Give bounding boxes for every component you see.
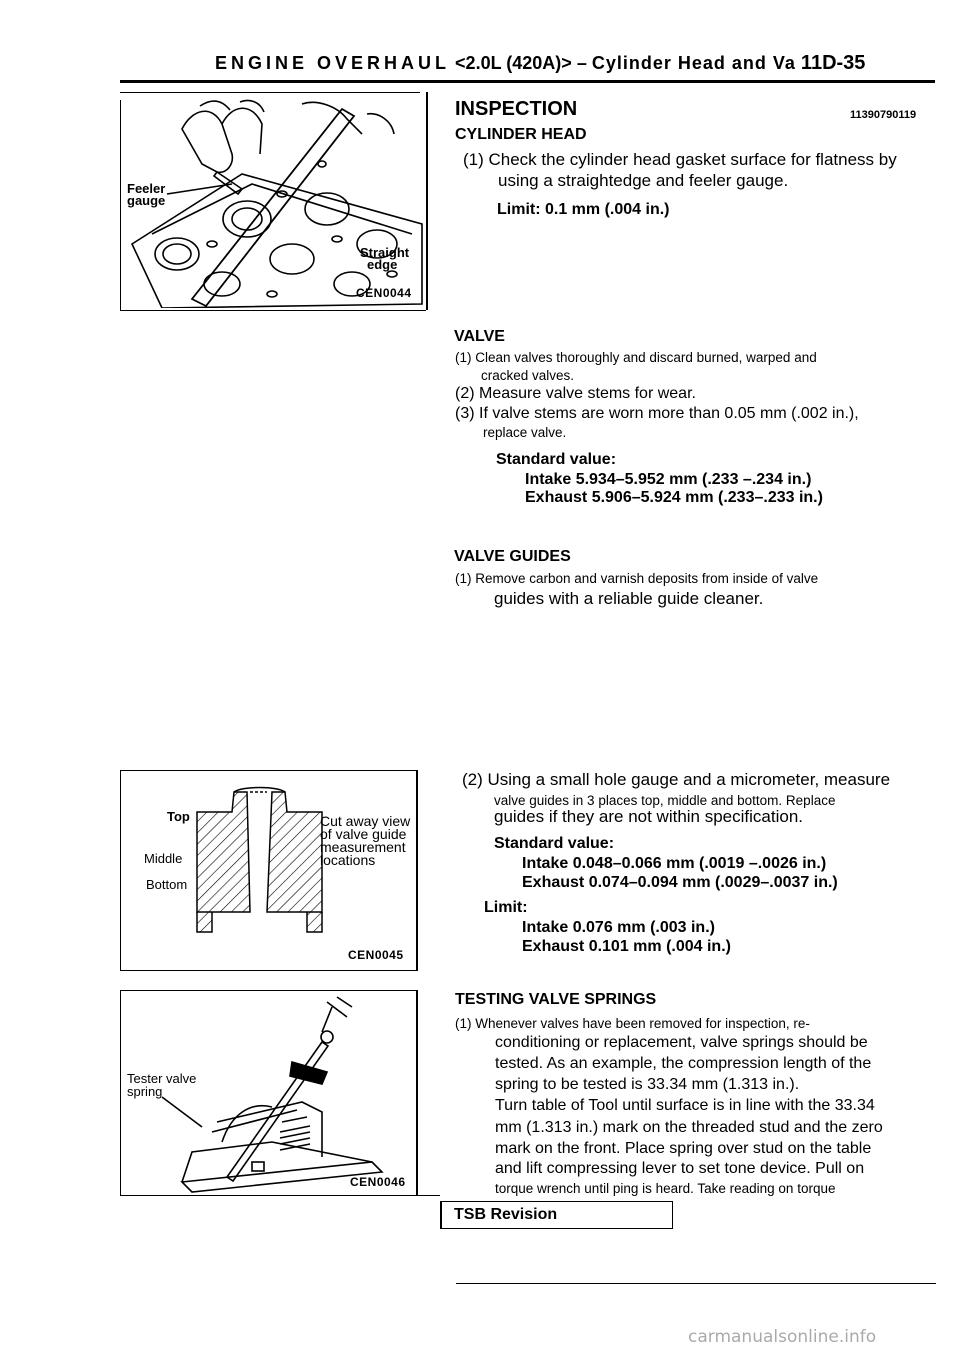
springs-line-6: mm (1.313 in.) mark on the threaded stud… (495, 1119, 883, 1136)
figure-frame-left-3 (120, 990, 121, 1195)
figure-frame-right-2 (416, 770, 418, 970)
figure-frame-top-3 (120, 990, 416, 991)
valve-standard-intake: Intake 5.934–5.952 mm (.233 –.234 in.) (525, 471, 812, 488)
figure-frame-bottom-1 (120, 310, 426, 311)
springs-heading: TESTING VALVE SPRINGS (455, 991, 657, 1008)
valve-step-2: (2) Measure valve stems for wear. (455, 385, 696, 402)
springs-line-8: and lift compressing lever to set tone d… (495, 1160, 865, 1177)
figure-valve-guide-cutaway: Top Middle Bottom Cut away view of valve… (122, 772, 416, 968)
page-number: 11D-35 (800, 52, 866, 74)
springs-line-7: mark on the front. Place spring over stu… (495, 1140, 872, 1157)
valve-guides-step-2a: (2) Using a small hole gauge and a micro… (462, 770, 891, 789)
valve-standard-heading: Standard value: (496, 451, 617, 468)
springs-line-3: tested. As an example, the compression l… (495, 1055, 872, 1072)
figure-valve-spring-tester: Tester valve spring CEN0046 (122, 992, 414, 1194)
figure-code-3: CEN0046 (350, 1175, 406, 1189)
inspection-code: 11390790119 (850, 109, 917, 121)
figure-frame-left-2 (120, 770, 121, 970)
springs-line-2: conditioning or replacement, valve sprin… (495, 1034, 868, 1051)
valve-guides-heading: VALVE GUIDES (454, 548, 571, 565)
label-tester-2: spring (127, 1084, 163, 1099)
valve-guides-step-1a: (1) Remove carbon and varnish deposits f… (455, 571, 819, 586)
cylinder-head-drawing (130, 99, 423, 308)
valve-guides-step-2b: valve guides in 3 places top, middle and… (494, 793, 836, 808)
cylinder-head-heading: CYLINDER HEAD (455, 126, 587, 143)
figure-frame-bottom-2 (120, 970, 418, 971)
spring-tester-drawing (161, 996, 384, 1193)
figure-cylinder-head-flatness: Feeler gauge Straight edge CEN0044 (122, 94, 424, 308)
caption-line-1: Cut away view (320, 813, 411, 829)
figure-frame-left-1 (120, 100, 121, 310)
valve-guides-standard-intake: Intake 0.048–0.066 mm (.0019 –.0026 in.) (522, 855, 827, 872)
valve-step-1a: (1) Clean valves thoroughly and discard … (455, 350, 817, 365)
label-straight-edge-1: Straight (360, 245, 410, 260)
valve-guides-limit-intake: Intake 0.076 mm (.003 in.) (522, 919, 715, 936)
valve-guides-standard-exhaust: Exhaust 0.074–0.094 mm (.0029–.0037 in.) (522, 874, 838, 891)
label-feeler-gauge-1: Feeler (127, 181, 166, 196)
figure-frame-right-3 (416, 990, 418, 1195)
springs-line-4: spring to be tested is 33.34 mm (1.313 i… (495, 1076, 800, 1093)
springs-line-9: torque wrench until ping is heard. Take … (495, 1181, 836, 1196)
cylinder-head-limit: Limit: 0.1 mm (.004 in.) (497, 201, 670, 218)
figure-frame-top-2 (120, 770, 418, 771)
label-middle: Middle (144, 851, 183, 866)
tsb-revision-label: TSB Revision (454, 1206, 558, 1223)
figure-code-2: CEN0045 (348, 948, 404, 962)
header-model: <2.0L (420A)> (455, 53, 572, 73)
valve-guides-step-1b: guides with a reliable guide cleaner. (494, 589, 764, 608)
valve-heading: VALVE (454, 328, 505, 345)
label-feeler-gauge-2: gauge (127, 193, 166, 208)
valve-guides-limit-exhaust: Exhaust 0.101 mm (.004 in.) (522, 938, 731, 955)
footer-rule (456, 1283, 936, 1284)
valve-guides-standard-heading: Standard value: (494, 835, 615, 852)
page-header: ENGINE OVERHAUL <2.0L (420A)> – Cylinder… (215, 52, 865, 75)
label-top: Top (167, 809, 190, 824)
header-prefix: ENGINE OVERHAUL (215, 53, 451, 73)
valve-step-3b: replace valve. (483, 425, 567, 440)
header-rule (120, 80, 935, 83)
caption-line-2: of valve guide (320, 826, 407, 842)
tsb-revision-box: TSB Revision (440, 1201, 673, 1229)
cylinder-head-step-1b: using a straightedge and feeler gauge. (498, 171, 789, 190)
header-title: Cylinder Head and Va (591, 53, 796, 73)
valve-guides-step-2c: guides if they are not within specificat… (494, 807, 804, 826)
springs-line-1: (1) Whenever valves have been removed fo… (455, 1016, 810, 1031)
label-bottom: Bottom (146, 877, 188, 892)
valve-step-3a: (3) If valve stems are worn more than 0.… (455, 405, 859, 422)
valve-guides-limit-heading: Limit: (484, 899, 528, 916)
figure-frame-right-1 (426, 92, 428, 310)
figure-frame-bottom-3 (120, 1195, 440, 1196)
label-straight-edge-2: edge (367, 257, 398, 272)
valve-guide-drawing (196, 786, 323, 933)
figure-frame-top-1 (120, 92, 420, 93)
section-title-inspection: INSPECTION (455, 98, 578, 120)
watermark: carmanualsonline.info (688, 1327, 877, 1347)
header-dash: – (576, 53, 587, 73)
valve-standard-exhaust: Exhaust 5.906–5.924 mm (.233–.233 in.) (525, 489, 823, 506)
figure-code-1: CEN0044 (356, 286, 412, 300)
valve-step-1b: cracked valves. (481, 368, 575, 383)
caption-line-4: locations (320, 852, 376, 868)
cylinder-head-step-1a: (1) Check the cylinder head gasket surfa… (463, 150, 897, 169)
caption-line-3: measurement (320, 839, 406, 855)
label-tester-1: Tester valve (127, 1071, 197, 1086)
springs-line-5: Turn table of Tool until surface is in l… (495, 1097, 875, 1114)
